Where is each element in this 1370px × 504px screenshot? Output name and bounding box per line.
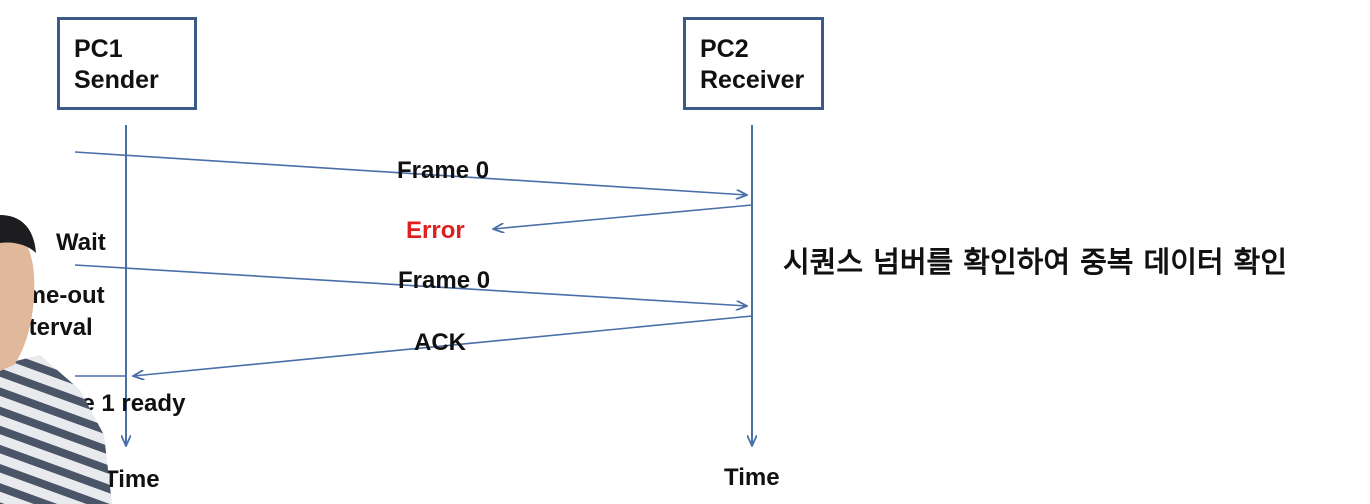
- ack-arrow: [133, 315, 753, 376]
- pc2-receiver-box: PC2 Receiver: [683, 17, 824, 110]
- wait-label: Wait: [56, 229, 106, 256]
- pc2-title: PC2: [700, 35, 749, 63]
- korean-caption: 시퀀스 넘버를 확인하여 중복 데이터 확인: [783, 245, 1288, 279]
- frame0-second-arrow: [74, 264, 747, 306]
- sender-time-label: Time: [104, 466, 160, 493]
- receiver-time-label: Time: [724, 464, 780, 491]
- error-label: Error: [406, 217, 465, 244]
- frame0-first-arrow: [74, 151, 747, 195]
- pc1-title: PC1: [74, 35, 123, 63]
- pc1-role: Sender: [74, 66, 159, 94]
- pc1-sender-box: PC1 Sender: [57, 17, 197, 110]
- frame0-second-label: Frame 0: [398, 267, 491, 294]
- ack-label: ACK: [414, 329, 466, 356]
- frame0-first-label: Frame 0: [397, 157, 490, 184]
- presenter-image: [0, 215, 112, 504]
- error-arrow: [493, 204, 753, 229]
- pc2-role: Receiver: [700, 66, 805, 94]
